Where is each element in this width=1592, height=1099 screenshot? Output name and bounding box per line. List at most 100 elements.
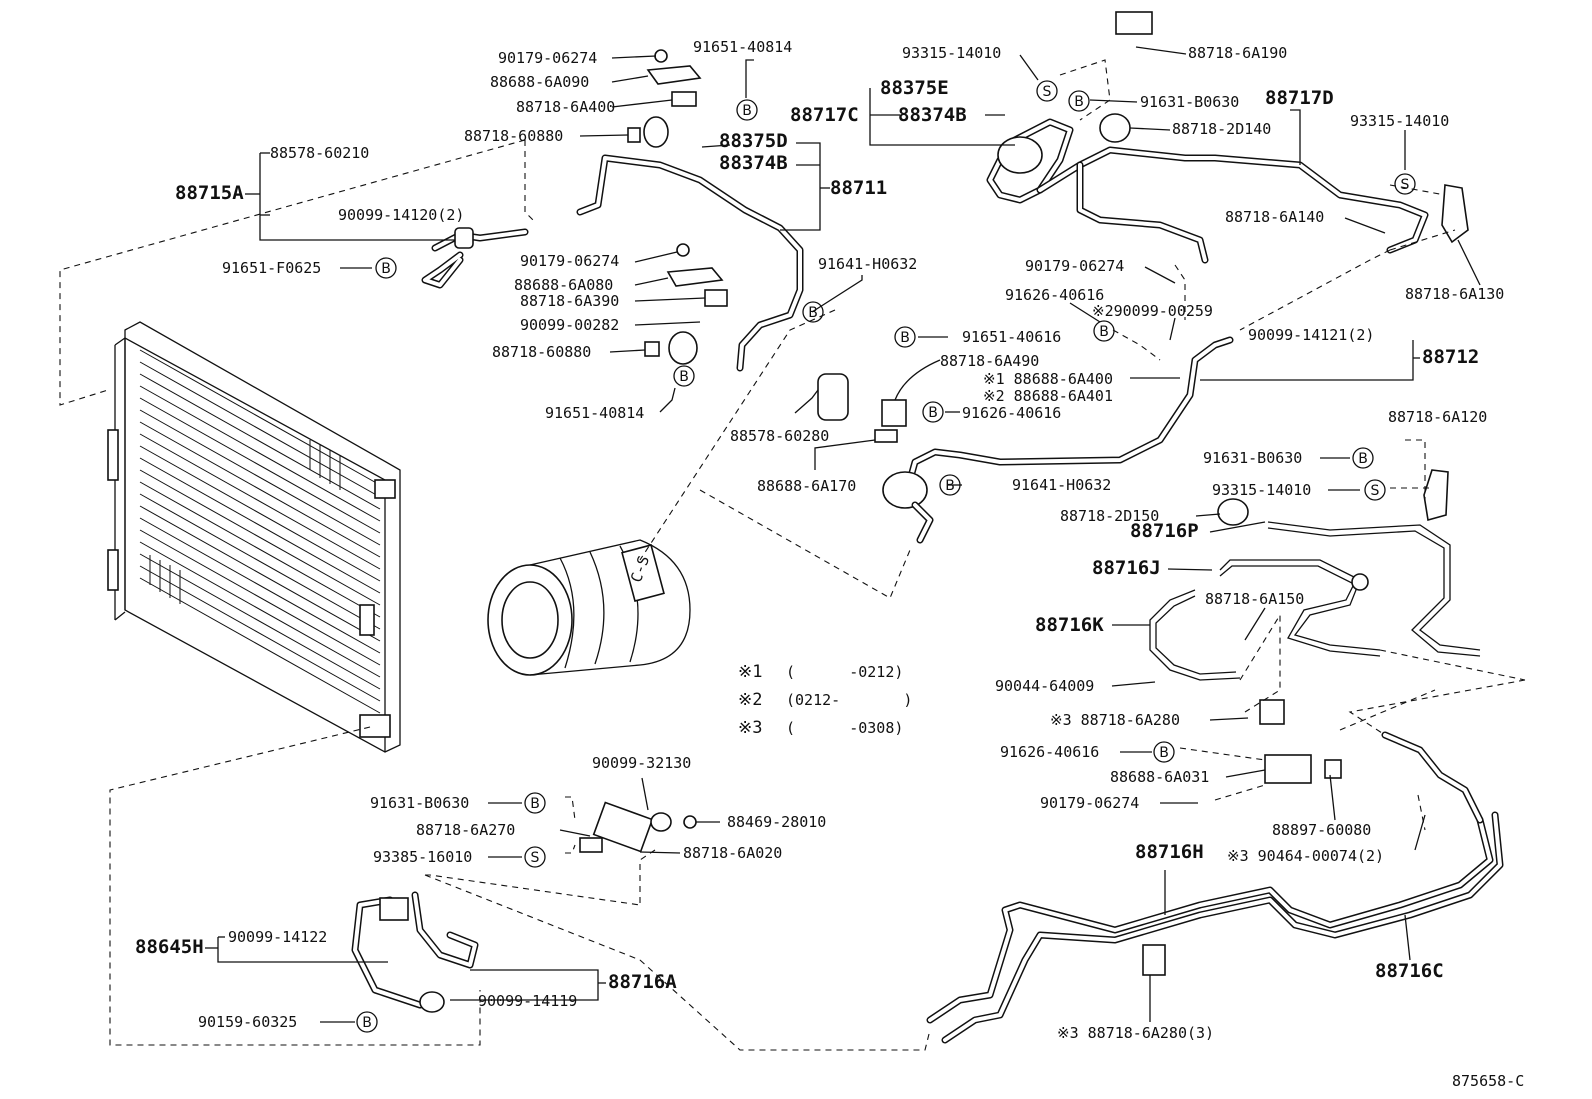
symbol-b: B <box>742 103 752 119</box>
legend-mark-1: ※1 <box>738 662 762 682</box>
condenser-illustration <box>107 321 401 753</box>
label-88718-6A490: 88718-6A490 <box>940 352 1039 370</box>
label-91631-B0630-b: 91631-B0630 <box>1203 449 1302 467</box>
label-91641-H0632-b: 91641-H0632 <box>1012 476 1111 494</box>
pipe-88716J <box>1219 559 1381 657</box>
label-90179-06274-c: 90179-06274 <box>1025 257 1124 275</box>
label-88688-6A401: ※2 88688-6A401 <box>983 387 1113 405</box>
symbol-b: B <box>362 1015 372 1031</box>
label-91631-B0630-c: 91631-B0630 <box>370 794 469 812</box>
label-93385-16010: 93385-16010 <box>373 848 472 866</box>
legend-range-1: ( -0212) <box>786 663 903 681</box>
label-90179-06274: 90179-06274 <box>498 49 597 67</box>
symbol-b: B <box>945 478 955 494</box>
label-91651-40814-b: 91651-40814 <box>545 404 644 422</box>
label-90099-14119: 90099-14119 <box>478 992 577 1010</box>
label-91651-F0625: 91651-F0625 <box>222 259 321 277</box>
label-88578-60210: 88578-60210 <box>270 144 369 162</box>
label-91626-40616-b: 91626-40616 <box>962 404 1061 422</box>
pipe-88716K <box>1149 589 1241 681</box>
guide-lines <box>59 59 1526 1051</box>
label-90099-00282: 90099-00282 <box>520 316 619 334</box>
label-88688-6A090: 88688-6A090 <box>490 73 589 91</box>
label-88716P: 88716P <box>1130 520 1199 542</box>
label-88469-28010: 88469-28010 <box>727 813 826 831</box>
pipe-88715A <box>421 227 529 289</box>
label-88718-60880-b: 88718-60880 <box>492 343 591 361</box>
label-91641-H0632: 91641-H0632 <box>818 255 917 273</box>
symbol-b: B <box>928 405 938 421</box>
symbol-b: B <box>1358 451 1368 467</box>
label-88718-6A150: 88718-6A150 <box>1205 590 1304 608</box>
label-88718-6A190: 88718-6A190 <box>1188 44 1287 62</box>
label-88716K: 88716K <box>1035 614 1104 636</box>
label-88716C: 88716C <box>1375 960 1444 982</box>
pipe-88716H <box>926 731 1504 1044</box>
label-88718-2D140: 88718-2D140 <box>1172 120 1271 138</box>
label-88718-6A140: 88718-6A140 <box>1225 208 1324 226</box>
label-88712: 88712 <box>1422 346 1479 368</box>
label-88715A: 88715A <box>175 182 244 204</box>
label-88717C: 88717C <box>790 104 859 126</box>
label-88688-6A080: 88688-6A080 <box>514 276 613 294</box>
symbol-b: B <box>900 330 910 346</box>
pipe-88716P <box>1267 521 1481 657</box>
label-91651-40814: 91651-40814 <box>693 38 792 56</box>
label-90179-06274-b: 90179-06274 <box>520 252 619 270</box>
symbol-b: B <box>1159 745 1169 761</box>
legend-range-2: (0212- ) <box>786 691 912 709</box>
label-88718-2D150: 88718-2D150 <box>1060 507 1159 525</box>
pipe-88712 <box>882 336 1234 544</box>
label-93315-14010-c: 93315-14010 <box>1212 481 1311 499</box>
symbol-s: S <box>1043 84 1052 100</box>
diagram-id: 875658-C <box>1452 1072 1524 1090</box>
legend-mark-3: ※3 <box>738 718 762 738</box>
symbol-s: S <box>1401 177 1410 193</box>
symbol-s-markers: S S S S <box>524 80 1416 868</box>
label-88718-6A400: 88718-6A400 <box>516 98 615 116</box>
label-88375D: 88375D <box>719 130 788 152</box>
label-88718-6A020: 88718-6A020 <box>683 844 782 862</box>
label-88716A: 88716A <box>608 971 677 993</box>
label-90159-60325: 90159-60325 <box>198 1013 297 1031</box>
legend-mark-2: ※2 <box>738 690 762 710</box>
symbol-b: B <box>808 305 818 321</box>
label-90099-32130: 90099-32130 <box>592 754 691 772</box>
label-91626-40616: 91626-40616 <box>1005 286 1104 304</box>
label-91626-40616-c: 91626-40616 <box>1000 743 1099 761</box>
label-88718-6A390: 88718-6A390 <box>520 292 619 310</box>
label-88716J: 88716J <box>1092 557 1161 579</box>
label-88718-6A270: 88718-6A270 <box>416 821 515 839</box>
small-parts <box>579 11 1469 976</box>
label-88716H: 88716H <box>1135 841 1204 863</box>
label-90099-14122: 90099-14122 <box>228 928 327 946</box>
pipe-88716A <box>351 891 479 1013</box>
label-91631-B0630: 91631-B0630 <box>1140 93 1239 111</box>
label-90099-14120: 90099-14120(2) <box>338 206 464 224</box>
pipe-88711 <box>576 154 804 372</box>
symbol-b: B <box>1099 324 1109 340</box>
label-88897-60080: 88897-60080 <box>1272 821 1371 839</box>
label-93315-14010: 93315-14010 <box>902 44 1001 62</box>
symbol-b: B <box>381 261 391 277</box>
label-88718-6A280: ※3 88718-6A280 <box>1050 711 1180 729</box>
label-88688-6A170: 88688-6A170 <box>757 477 856 495</box>
label-88578-60280: 88578-60280 <box>730 427 829 445</box>
label-90044-64009: 90044-64009 <box>995 677 1094 695</box>
label-88375E: 88375E <box>880 77 949 99</box>
leader-lines <box>205 46 1481 1023</box>
label-90179-06274-d: 90179-06274 <box>1040 794 1139 812</box>
compressor-illustration: C-S <box>487 539 691 676</box>
label-88718-6A280-b: ※3 88718-6A280(3) <box>1057 1024 1214 1042</box>
label-290099-00259: ※290099-00259 <box>1092 302 1213 320</box>
legend: ※1 ( -0212) ※2 (0212- ) ※3 ( -0308) <box>738 662 912 738</box>
symbol-s: S <box>531 850 540 866</box>
label-88718-6A120: 88718-6A120 <box>1388 408 1487 426</box>
symbol-b: B <box>1074 94 1084 110</box>
label-88717D: 88717D <box>1265 87 1334 109</box>
label-88718-6A130: 88718-6A130 <box>1405 285 1504 303</box>
label-91651-40616: 91651-40616 <box>962 328 1061 346</box>
label-88718-60880: 88718-60880 <box>464 127 563 145</box>
label-88688-6A031: 88688-6A031 <box>1110 768 1209 786</box>
label-90464-00074: ※3 90464-00074(2) <box>1227 847 1384 865</box>
